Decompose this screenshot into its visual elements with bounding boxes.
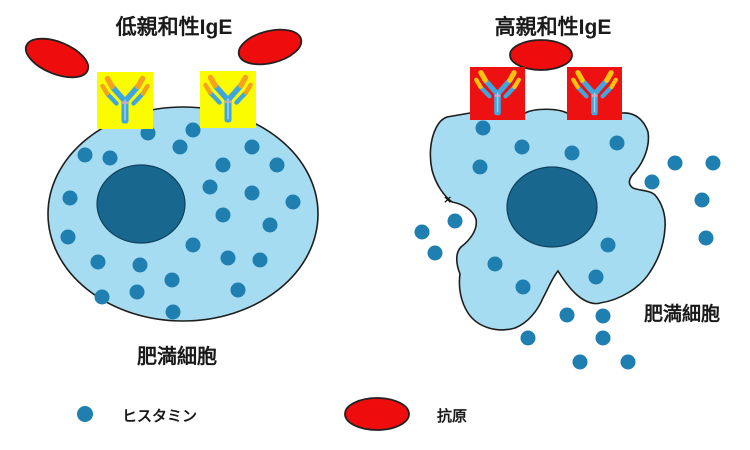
histamine-granule — [644, 174, 660, 190]
histamine-granule — [165, 304, 181, 320]
histamine-granule — [609, 135, 625, 151]
antigen-ellipse — [24, 37, 90, 79]
histamine-granule — [564, 145, 580, 161]
histamine-granule — [447, 213, 463, 229]
histamine-granule — [705, 155, 721, 171]
histamine-granule — [475, 120, 491, 136]
histamine-granule — [252, 252, 268, 268]
antigen-ellipse — [237, 28, 303, 66]
histamine-granule — [427, 245, 443, 261]
histamine-granule — [600, 237, 616, 253]
histamine-granule — [164, 272, 180, 288]
legend-histamine-label: ヒスタミン — [122, 408, 198, 425]
left-antigen-group — [24, 28, 303, 79]
histamine-granule — [77, 147, 93, 163]
histamine-granule — [129, 284, 145, 300]
histamine-granule — [414, 224, 430, 240]
legend-histamine-dot — [77, 406, 93, 422]
histamine-granule — [90, 254, 106, 270]
ige-receptor-red-1 — [470, 67, 525, 120]
left-mast-cell-group — [24, 28, 319, 322]
histamine-granule — [698, 230, 714, 246]
legend-antigen-ellipse — [344, 397, 410, 431]
right-antigen-group — [509, 39, 573, 71]
right-mast-cell-group: × — [414, 39, 721, 370]
histamine-granule — [472, 159, 488, 175]
histamine-granule — [215, 207, 231, 223]
histamine-granule — [694, 192, 710, 208]
left-cell-label: 肥満細胞 — [137, 346, 217, 368]
histamine-granule — [244, 185, 260, 201]
histamine-granule — [244, 139, 260, 155]
histamine-granule — [185, 122, 201, 138]
histamine-granule — [102, 150, 118, 166]
right-granule-released-group — [414, 155, 721, 370]
left-panel-title: 低親和性IgE — [115, 16, 233, 39]
histamine-granule — [262, 217, 278, 233]
histamine-granule — [667, 155, 683, 171]
histamine-granule — [595, 308, 611, 324]
histamine-granule — [487, 256, 503, 272]
left-nucleus — [96, 164, 186, 244]
histamine-granule — [595, 330, 611, 346]
histamine-granule — [559, 307, 575, 323]
histamine-granule — [572, 354, 588, 370]
histamine-granule — [202, 179, 218, 195]
right-granule-inside-group — [472, 120, 625, 295]
membrane-break-mark: × — [443, 193, 452, 206]
histamine-granule — [620, 354, 636, 370]
histamine-granule — [215, 157, 231, 173]
ige-receptor-yellow-1 — [97, 72, 153, 129]
histamine-granule — [520, 330, 536, 346]
histamine-granule — [94, 289, 110, 305]
histamine-granule — [514, 139, 530, 155]
histamine-granule — [285, 194, 301, 210]
histamine-granule — [172, 139, 188, 155]
histamine-granule — [588, 269, 604, 285]
histamine-granule — [269, 157, 285, 173]
ige-receptor-red-2 — [567, 67, 622, 120]
histamine-granule — [220, 250, 236, 266]
legend-antigen-label: 抗原 — [437, 408, 468, 425]
histamine-granule — [515, 279, 531, 295]
histamine-granule — [230, 282, 246, 298]
histamine-granule — [132, 257, 148, 273]
left-granule-group — [60, 122, 301, 320]
histamine-granule — [185, 237, 201, 253]
ige-receptor-yellow-2 — [200, 71, 256, 128]
antigen-ellipse — [509, 39, 573, 71]
right-nucleus — [506, 166, 598, 248]
right-panel-title: 高親和性IgE — [494, 16, 612, 39]
histamine-granule — [60, 229, 76, 245]
right-cell-label: 肥満細胞 — [643, 304, 720, 325]
histamine-granule — [62, 190, 78, 206]
histamine-granule — [140, 125, 156, 141]
